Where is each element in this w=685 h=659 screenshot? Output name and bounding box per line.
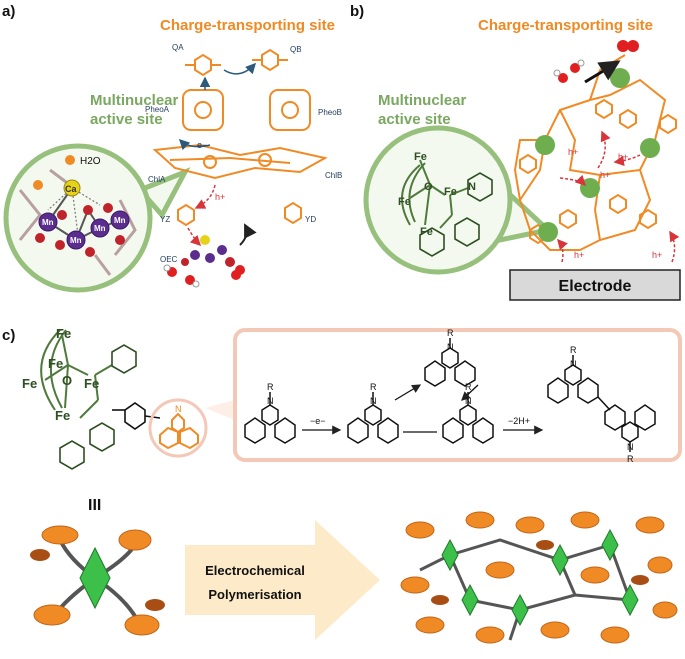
- complex-iii-structure: Fe Fe Fe O Fe Fe N III: [22, 326, 208, 514]
- label-oec: OEC: [160, 255, 178, 264]
- n-label-1: N: [267, 396, 274, 406]
- o-label-b: O: [424, 181, 433, 193]
- fe3o-complex-b: Fe Fe O Fe Fe N: [398, 151, 493, 257]
- panel-c-label: c): [2, 327, 15, 344]
- qb-quinone: [252, 48, 288, 72]
- mn-cluster: Ca H2O Mn Mn Mn Mn: [18, 155, 137, 276]
- panel-a-zoom-bubble: [3, 143, 191, 293]
- n-label-4: N: [465, 396, 472, 406]
- mn-label-1: Mn: [42, 218, 54, 227]
- panel-a-label: a): [2, 3, 15, 20]
- fe-label-top-b: Fe: [414, 151, 427, 163]
- hole-label-a: h+: [215, 192, 225, 202]
- carbazole-n-label: N: [175, 404, 182, 414]
- n-label-b: N: [468, 181, 476, 193]
- mn-label-4: Mn: [114, 216, 126, 225]
- n-label-3: N: [447, 342, 454, 352]
- hole-label-b-1: h+: [568, 147, 578, 157]
- arrow-label-line-1: Electrochemical: [205, 563, 305, 578]
- arrow-label-line-2: Polymerisation: [208, 587, 301, 602]
- polymer-model: [400, 511, 678, 644]
- fe-label-left-b: Fe: [398, 196, 411, 208]
- monomer-model: [30, 525, 165, 636]
- panel-b: b) Charge-transporting site Multinuclear…: [350, 3, 681, 301]
- label-qb: QB: [290, 45, 302, 54]
- water-label: H2O: [80, 156, 101, 167]
- electrode: [509, 269, 681, 301]
- label-qa: QA: [172, 43, 184, 52]
- hole-label-b-2: h+: [600, 170, 610, 180]
- fe-label-right-b: Fe: [444, 186, 457, 198]
- label-chl-b: ChlB: [325, 171, 342, 180]
- o-label-c: O: [62, 373, 72, 388]
- polymerisation-arrow: [185, 520, 380, 640]
- compound-number: III: [88, 497, 101, 514]
- yz-tyrosine: [177, 203, 195, 227]
- panel-a-active-title-2: active site: [90, 111, 163, 128]
- r-label-4: R: [465, 382, 472, 392]
- panel-b-charge-title: Charge-transporting site: [478, 17, 653, 34]
- electron-transfer-arrows: [178, 62, 257, 151]
- r-label-6: R: [627, 454, 634, 464]
- mn-label-3: Mn: [94, 224, 106, 233]
- panel-b-active-title-2: active site: [378, 111, 451, 128]
- fe-label-left-c: Fe: [22, 376, 37, 391]
- ca-atom-label: Ca: [65, 184, 77, 194]
- panel-b-active-title-1: Multinuclear: [378, 92, 467, 109]
- step-oxidation: −e−: [310, 416, 326, 426]
- mn-label-2: Mn: [70, 236, 82, 245]
- fe-label-bottom-b: Fe: [420, 226, 433, 238]
- mechanism-structures: [244, 338, 656, 452]
- panel-b-label: b): [350, 3, 364, 20]
- label-pheo-b: PheoB: [318, 108, 342, 117]
- hole-label-b-3: h+: [618, 152, 628, 162]
- electron-label-a: e−: [197, 140, 207, 150]
- mechanism-box: [205, 328, 682, 462]
- r-label-1: R: [267, 382, 274, 392]
- n-label-5: N: [570, 359, 577, 369]
- photosystem-chromophores: [152, 48, 328, 227]
- label-chl-a: ChlA: [148, 175, 166, 184]
- hole-arrows-b: [557, 130, 680, 263]
- r-label-2: R: [370, 382, 377, 392]
- panel-b-zoom-bubble: [363, 125, 554, 275]
- fe-label-right-c: Fe: [84, 376, 99, 391]
- fe-label-top-c: Fe: [56, 326, 71, 341]
- panel-a-charge-title: Charge-transporting site: [160, 17, 335, 34]
- yd-tyrosine: [284, 201, 302, 225]
- panel-c: c): [2, 326, 682, 644]
- electrode-label: Electrode: [559, 278, 632, 295]
- hole-label-b-5: h+: [652, 250, 662, 260]
- chl-dimer: [152, 143, 328, 180]
- qa-quinone: [185, 53, 221, 77]
- n-label-2: N: [370, 396, 377, 406]
- hole-label-b-4: h+: [574, 250, 584, 260]
- panel-a-active-title-1: Multinuclear: [90, 92, 179, 109]
- label-pheo-a: PheoA: [145, 105, 170, 114]
- pheo-b: [269, 89, 311, 131]
- r-label-3: R: [447, 328, 454, 338]
- r-label-5: R: [570, 345, 577, 355]
- label-yz: YZ: [160, 215, 170, 224]
- pheo-a: [182, 89, 224, 131]
- fe-label-mid-c: Fe: [48, 356, 63, 371]
- label-yd: YD: [305, 215, 316, 224]
- oec-mini-cluster: [163, 223, 257, 288]
- water-oxidation-b: [553, 40, 639, 84]
- fe-label-bottom-c: Fe: [55, 408, 70, 423]
- panel-a: a) Charge-transporting site Multinuclear…: [2, 3, 342, 293]
- mechanism-arrows: [302, 384, 544, 435]
- step-deprotonation: −2H+: [508, 416, 530, 426]
- n-label-6: N: [627, 442, 634, 452]
